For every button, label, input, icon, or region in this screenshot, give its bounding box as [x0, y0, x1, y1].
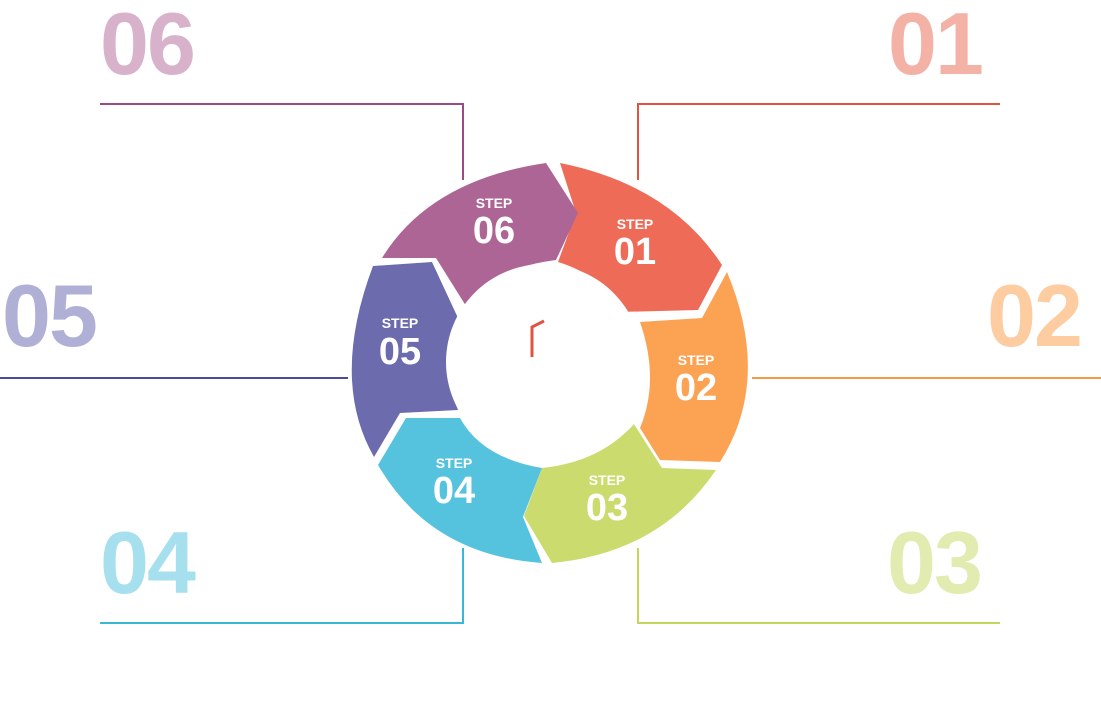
leader-lines: [0, 103, 1101, 624]
leader-line-03: [637, 548, 1000, 624]
step-num-01: 01: [614, 231, 656, 273]
leader-line-01: [637, 103, 1000, 180]
segment-04: [378, 418, 542, 563]
segment-06: [382, 163, 578, 306]
step-num-04: 04: [433, 470, 475, 512]
step-word-01: STEP: [617, 216, 654, 232]
segment-02: [640, 272, 748, 462]
step-word-02: STEP: [678, 352, 715, 368]
step-num-05: 05: [379, 331, 421, 373]
big-number-06: 06: [100, 0, 196, 93]
big-number-02: 02: [987, 266, 1083, 365]
segment-01: [558, 163, 722, 312]
leader-line-04: [100, 548, 464, 624]
step-word-03: STEP: [589, 472, 626, 488]
step-word-04: STEP: [436, 455, 473, 471]
step-num-06: 06: [473, 210, 515, 252]
step-num-03: 03: [586, 487, 628, 529]
leader-line-06: [100, 103, 464, 180]
center-bracket-icon: [530, 319, 545, 357]
big-number-03: 03: [887, 513, 983, 612]
big-number-05: 05: [2, 266, 98, 365]
big-number-04: 04: [100, 513, 196, 612]
step-word-05: STEP: [382, 315, 419, 331]
segment-03: [524, 424, 716, 563]
big-number-01: 01: [888, 0, 984, 93]
step-num-02: 02: [675, 367, 717, 409]
ring-segments: [351, 163, 748, 563]
segment-05: [351, 262, 458, 457]
center-circle: [446, 264, 642, 460]
segment-labels: STEP 01 STEP 02 STEP 03 STEP 04 STEP 05 …: [379, 195, 717, 529]
step-word-06: STEP: [476, 195, 513, 211]
